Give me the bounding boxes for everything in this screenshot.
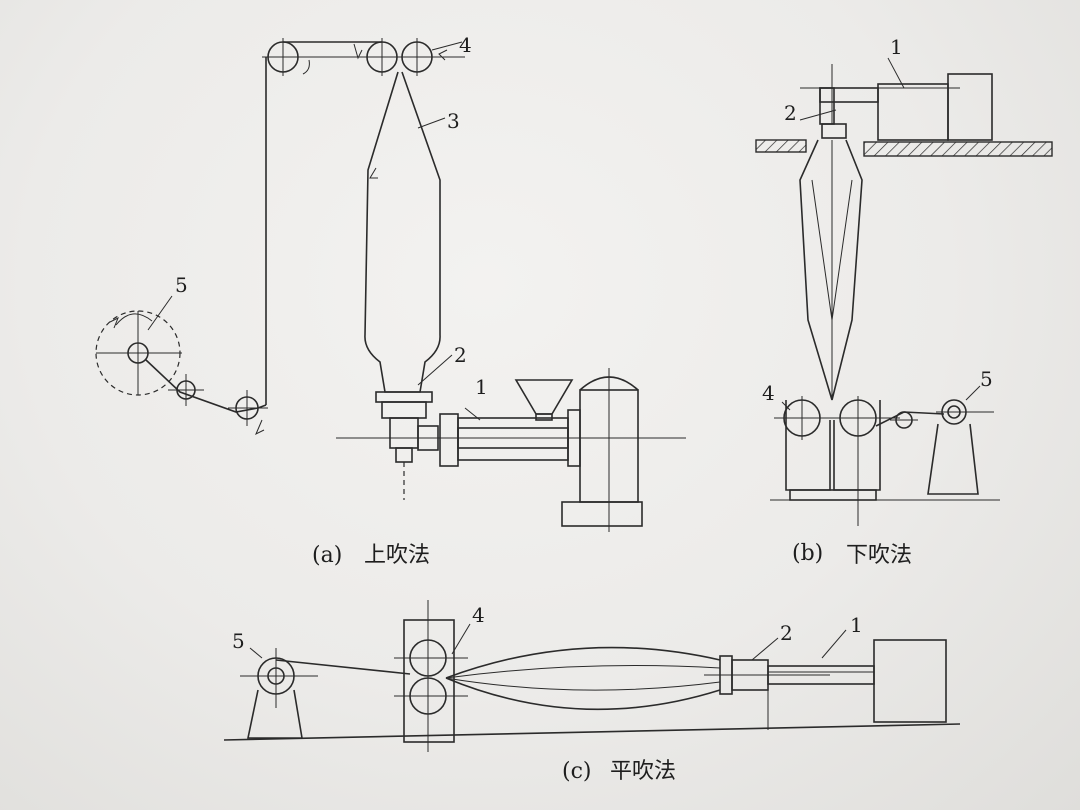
b-label-5: 5 <box>980 367 993 391</box>
diagram-b-downward-blowing: 1 2 4 5 (b) 下吹法 <box>755 35 1053 568</box>
diagram-c-horizontal-blowing: 5 4 2 1 (c) 平吹法 <box>223 600 961 784</box>
b-label-4: 4 <box>762 381 775 405</box>
a-top-rollers <box>262 38 465 405</box>
a-label-1: 1 <box>475 375 488 399</box>
a-caption-name: 上吹法 <box>364 543 430 568</box>
a-label-5: 5 <box>175 273 188 297</box>
c-caption-letter: (c) <box>562 759 592 784</box>
c-film-bubble <box>445 646 721 711</box>
b-caption-name: 下吹法 <box>846 543 912 568</box>
a-caption-letter: (a) <box>312 543 342 568</box>
a-die-head <box>336 391 686 500</box>
diagram-a-upward-blowing: 4 3 2 1 5 (a) 上吹法 <box>95 33 686 568</box>
a-label-2: 2 <box>454 343 467 367</box>
c-caption-name: 平吹法 <box>610 759 676 784</box>
a-label-4: 4 <box>459 33 472 57</box>
b-label-2: 2 <box>784 101 797 125</box>
b-caption-letter: (b) <box>792 541 823 566</box>
a-take-up <box>95 295 268 436</box>
a-extruder <box>417 368 643 532</box>
b-label-1: 1 <box>890 35 903 59</box>
c-label-1: 1 <box>850 613 863 637</box>
b-film-bubble <box>799 139 863 401</box>
a-film-bubble <box>364 71 441 393</box>
a-label-3: 3 <box>447 109 460 133</box>
c-label-4: 4 <box>472 603 485 627</box>
c-label-2: 2 <box>780 621 793 645</box>
c-label-5: 5 <box>232 629 245 653</box>
